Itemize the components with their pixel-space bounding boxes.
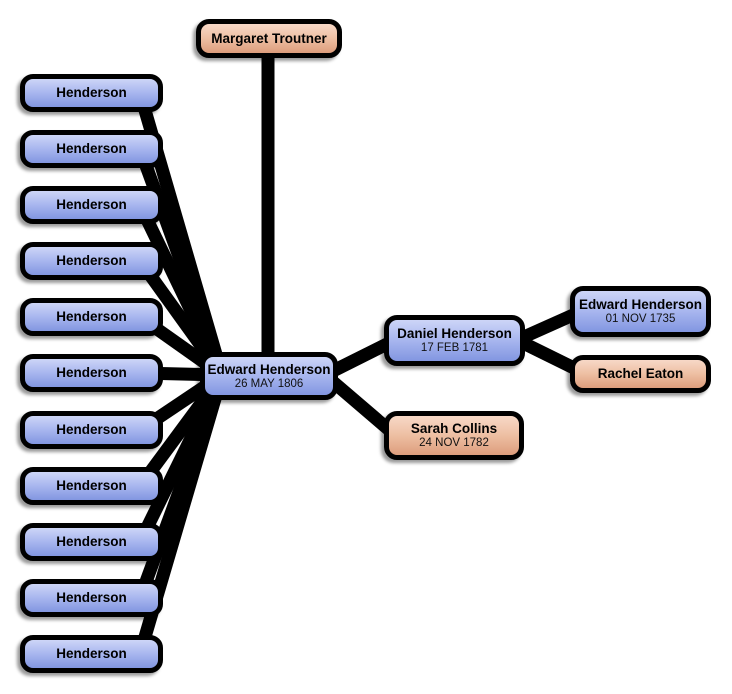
- person-box-rachel-eaton[interactable]: Rachel Eaton: [570, 355, 711, 393]
- child-box-3[interactable]: Henderson: [20, 242, 163, 280]
- person-name: Edward Henderson: [578, 297, 703, 312]
- person-name: Edward Henderson: [207, 361, 331, 377]
- person-name: Henderson: [56, 85, 127, 100]
- person-name: Sarah Collins: [410, 421, 498, 436]
- person-name: Henderson: [56, 478, 127, 493]
- person-box-sarah-collins[interactable]: Sarah Collins 24 NOV 1782: [384, 411, 524, 460]
- person-box-margaret-troutner[interactable]: Margaret Troutner: [196, 19, 342, 58]
- person-name: Henderson: [56, 141, 127, 156]
- child-box-8[interactable]: Henderson: [20, 523, 163, 561]
- person-name: Henderson: [56, 534, 127, 549]
- child-box-2[interactable]: Henderson: [20, 186, 163, 224]
- child-box-7[interactable]: Henderson: [20, 467, 163, 505]
- person-name: Rachel Eaton: [597, 366, 684, 381]
- person-birthdate: 01 NOV 1735: [605, 313, 676, 325]
- child-box-9[interactable]: Henderson: [20, 579, 163, 617]
- person-name: Margaret Troutner: [211, 30, 327, 46]
- person-box-daniel-henderson[interactable]: Daniel Henderson 17 FEB 1781: [384, 315, 525, 366]
- child-box-1[interactable]: Henderson: [20, 130, 163, 168]
- person-box-edward-henderson[interactable]: Edward Henderson 26 MAY 1806: [200, 352, 338, 400]
- person-name: Daniel Henderson: [397, 326, 512, 341]
- child-box-10[interactable]: Henderson: [20, 635, 163, 673]
- child-box-5[interactable]: Henderson: [20, 354, 163, 392]
- person-birthdate: 17 FEB 1781: [420, 342, 489, 354]
- person-name: Henderson: [56, 309, 127, 324]
- person-name: Henderson: [56, 253, 127, 268]
- person-name: Henderson: [56, 422, 127, 437]
- person-name: Henderson: [56, 365, 127, 380]
- person-name: Henderson: [56, 197, 127, 212]
- child-box-4[interactable]: Henderson: [20, 298, 163, 336]
- person-name: Henderson: [56, 590, 127, 605]
- person-box-edward-henderson-sr[interactable]: Edward Henderson 01 NOV 1735: [570, 286, 711, 337]
- person-birthdate: 24 NOV 1782: [419, 437, 489, 449]
- child-box-0[interactable]: Henderson: [20, 74, 163, 112]
- person-name: Henderson: [56, 646, 127, 661]
- child-box-6[interactable]: Henderson: [20, 411, 163, 449]
- person-birthdate: 26 MAY 1806: [234, 377, 304, 390]
